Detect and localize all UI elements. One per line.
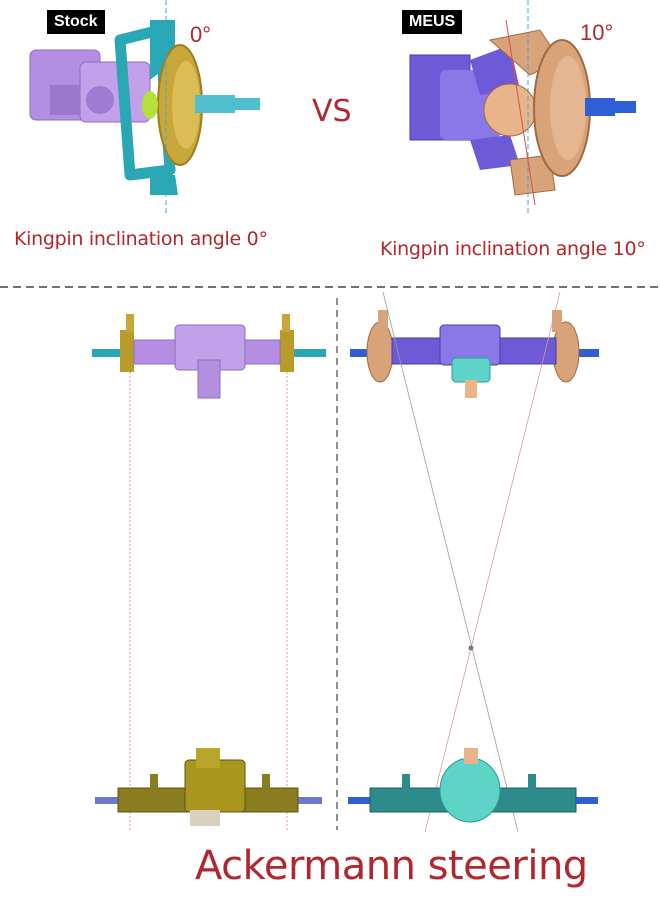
meus-tag: MEUS — [402, 10, 463, 34]
ackermann-title: Ackermann steering — [195, 843, 588, 889]
meus-rear-axle-illustration — [348, 748, 598, 823]
stock-rear-axle-illustration — [95, 748, 322, 826]
meus-caption: Kingpin inclination angle 10° — [380, 238, 646, 260]
meus-knuckle-illustration — [409, 0, 636, 215]
stock-caption: Kingpin inclination angle 0° — [14, 228, 268, 250]
stock-knuckle-illustration — [29, 0, 260, 215]
vs-label: VS — [312, 94, 352, 129]
meus-angle-label: 10° — [580, 20, 614, 45]
stock-tag: Stock — [47, 10, 105, 34]
meus-front-axle-illustration — [350, 291, 599, 833]
stock-angle-label: 0° — [190, 22, 212, 47]
stock-front-axle-illustration — [92, 314, 326, 830]
